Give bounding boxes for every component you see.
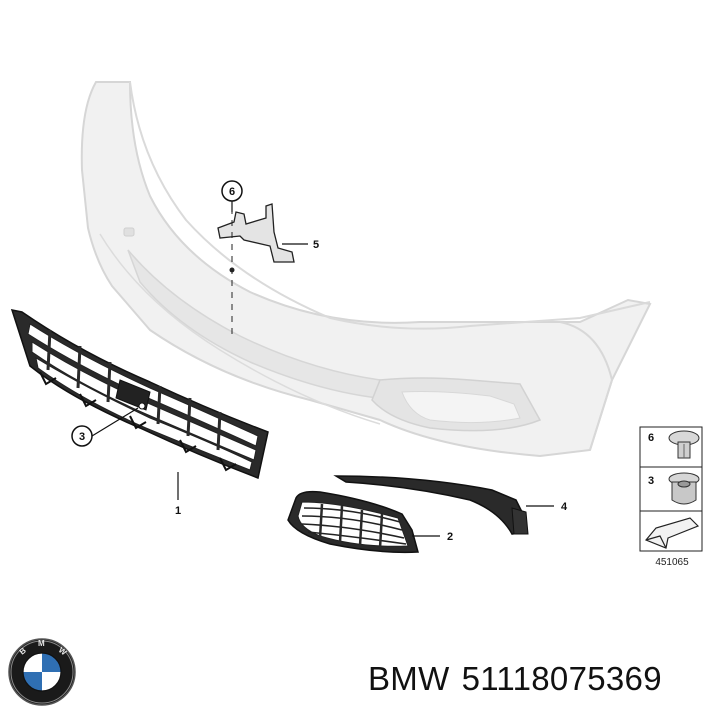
trim-strip-end bbox=[511, 507, 529, 535]
svg-text:W: W bbox=[57, 645, 69, 657]
grille-mesh bbox=[27, 323, 259, 471]
part-number: 51118075369 bbox=[461, 660, 662, 697]
svg-text:M: M bbox=[38, 639, 45, 648]
bumper-wheel-arch bbox=[559, 321, 614, 451]
brand-name: BMW bbox=[368, 660, 450, 697]
direction-arrow-icon bbox=[645, 517, 700, 549]
trim-strip bbox=[333, 475, 527, 535]
bumper-upper-edge bbox=[129, 81, 651, 330]
bracket-part-5 bbox=[217, 203, 295, 340]
trim-strip-part-4 bbox=[333, 475, 529, 535]
grille-mesh-dividers bbox=[46, 329, 222, 451]
legend-label-3: 3 bbox=[648, 475, 654, 487]
bumper-body bbox=[80, 81, 652, 458]
clip-nut-icon bbox=[668, 472, 700, 505]
bumper-side-vent-inner bbox=[401, 391, 521, 424]
fastener-legend: 6 3 451065 bbox=[639, 426, 703, 568]
lower-grille-part-1 bbox=[10, 309, 269, 480]
grille-bottom-tabs bbox=[39, 371, 237, 472]
callout-5-label: 5 bbox=[313, 239, 319, 251]
side-grille-mesh bbox=[301, 507, 407, 545]
callout-3: 3 bbox=[71, 425, 93, 447]
grille-clip-hole bbox=[138, 402, 146, 410]
bracket-screw bbox=[229, 267, 235, 273]
callout-6: 6 bbox=[221, 180, 243, 202]
side-grille-dividers bbox=[318, 503, 384, 549]
callout-4-label: 4 bbox=[561, 501, 568, 513]
bracket-body bbox=[217, 203, 295, 263]
svg-text:B: B bbox=[18, 646, 28, 657]
front-bumper bbox=[80, 81, 652, 458]
callout-2-label: 2 bbox=[447, 531, 453, 543]
leader-lines bbox=[91, 200, 554, 537]
callout-6-label: 6 bbox=[229, 186, 235, 198]
side-grille-part-2 bbox=[287, 490, 419, 554]
callout-1-label: 1 bbox=[175, 505, 181, 517]
legend-label-6: 6 bbox=[648, 432, 654, 444]
callout-3-label: 3 bbox=[79, 431, 85, 443]
push-rivet-icon bbox=[668, 430, 700, 459]
grille-center-bar bbox=[115, 379, 151, 411]
bumper-sensor-hole bbox=[123, 227, 135, 237]
diagram-reference-number: 451065 bbox=[655, 557, 689, 568]
part-caption: BMW 51118075369 bbox=[368, 660, 674, 698]
bmw-roundel-logo: B M W bbox=[8, 638, 76, 706]
bumper-lower-lip bbox=[99, 233, 381, 425]
